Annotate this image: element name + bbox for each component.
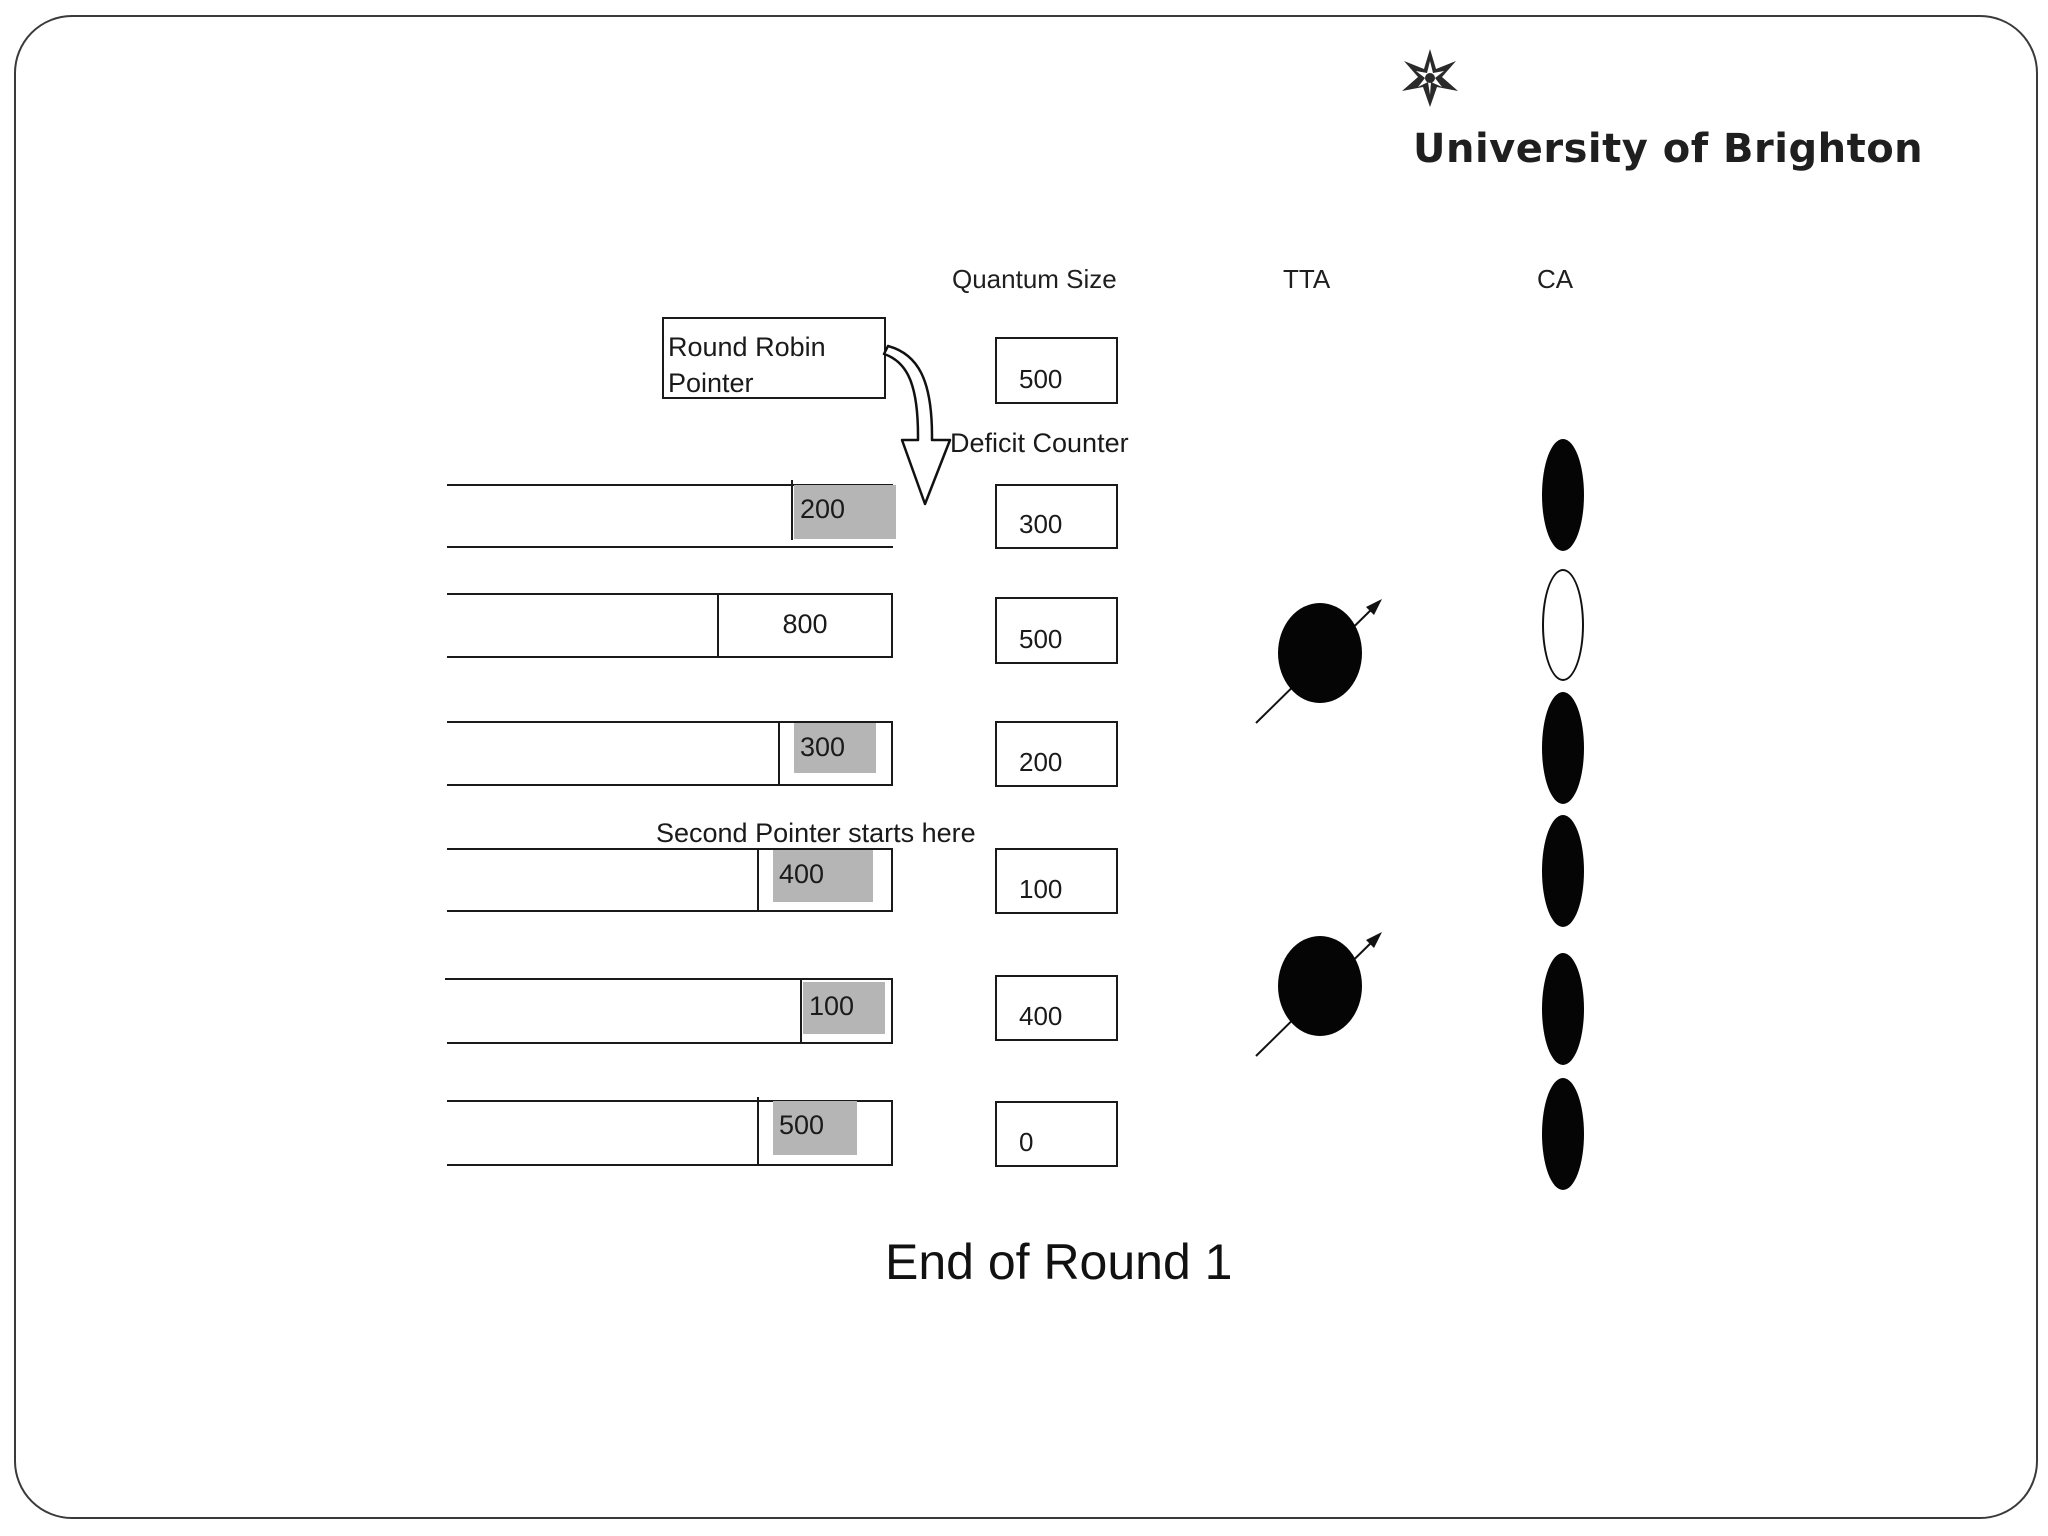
deficit-value-3: 200 <box>1019 747 1063 777</box>
queue-5-packet: 100 <box>803 982 885 1034</box>
queue-3-top-line <box>447 721 893 723</box>
queue-4-bottom-line <box>447 910 893 912</box>
deficit-box-6: 0 <box>995 1101 1118 1167</box>
ca-busy-indicator <box>1542 815 1584 927</box>
queue-6-divider <box>757 1097 759 1164</box>
queue-6-packet: 500 <box>773 1101 857 1155</box>
queue-2-end <box>891 593 893 656</box>
second-pointer-label: Second Pointer starts here <box>656 818 976 848</box>
star-emblem-icon <box>1402 49 1458 107</box>
queue-3-end <box>891 721 893 784</box>
deficit-value-4: 100 <box>1019 874 1063 904</box>
queue-4-end <box>891 848 893 910</box>
queue-6-top-line <box>447 1100 893 1102</box>
pointer-arrow-icon <box>882 344 952 506</box>
queue-6-end <box>891 1100 893 1164</box>
ca-header: CA <box>1537 264 1574 294</box>
queue-1-divider <box>791 480 793 540</box>
deficit-value-5: 400 <box>1019 1001 1063 1031</box>
queue-5-bottom-line <box>447 1042 893 1044</box>
university-logo-text: University of Brighton <box>1413 126 1924 172</box>
station-transmit-icon <box>1255 599 1382 724</box>
quantum-value-box: 500 <box>995 337 1118 404</box>
round-robin-label-line1: Round Robin <box>668 332 826 362</box>
ca-busy-indicator <box>1542 953 1584 1065</box>
round-title: End of Round 1 <box>885 1234 1233 1290</box>
queue-5-end <box>891 978 893 1042</box>
queue-1-top-line <box>447 484 893 486</box>
queue-2-divider <box>717 593 719 656</box>
round-robin-label-line2: Pointer <box>668 368 754 398</box>
ca-busy-indicator <box>1542 1078 1584 1190</box>
queue-1-bottom-line <box>447 546 893 548</box>
tta-header: TTA <box>1283 264 1331 294</box>
ca-idle-indicator <box>1542 569 1584 681</box>
deficit-value-1: 300 <box>1019 509 1063 539</box>
ca-busy-indicator <box>1542 692 1584 804</box>
quantum-value: 500 <box>1019 364 1063 394</box>
queue-5-divider <box>800 978 802 1042</box>
deficit-box-2: 500 <box>995 597 1118 664</box>
deficit-box-5: 400 <box>995 975 1118 1041</box>
queue-1-packet: 200 <box>794 485 896 539</box>
queue-5-top-line <box>445 978 893 980</box>
ca-busy-indicator <box>1542 439 1584 551</box>
station-transmit-icon <box>1255 932 1382 1057</box>
queue-2-packet: 800 <box>782 609 828 639</box>
deficit-value-2: 500 <box>1019 624 1063 654</box>
quantum-size-header: Quantum Size <box>952 264 1117 294</box>
deficit-box-3: 200 <box>995 721 1118 787</box>
deficit-box-4: 100 <box>995 848 1118 914</box>
queue-3-packet: 300 <box>794 723 876 773</box>
deficit-box-1: 300 <box>995 484 1118 549</box>
deficit-value-6: 0 <box>1019 1127 1034 1157</box>
deficit-counter-label: Deficit Counter <box>950 428 1129 458</box>
queue-2-top-line <box>447 593 893 595</box>
queue-2-bottom-line <box>447 656 893 658</box>
round-robin-pointer-box: Round Robin Pointer <box>662 317 886 399</box>
queue-3-bottom-line <box>447 784 893 786</box>
queue-4-top-line <box>447 848 893 850</box>
queue-4-packet: 400 <box>773 850 873 902</box>
queue-4-divider <box>757 848 759 910</box>
queue-6-bottom-line <box>447 1164 893 1166</box>
queue-3-divider <box>778 721 780 784</box>
